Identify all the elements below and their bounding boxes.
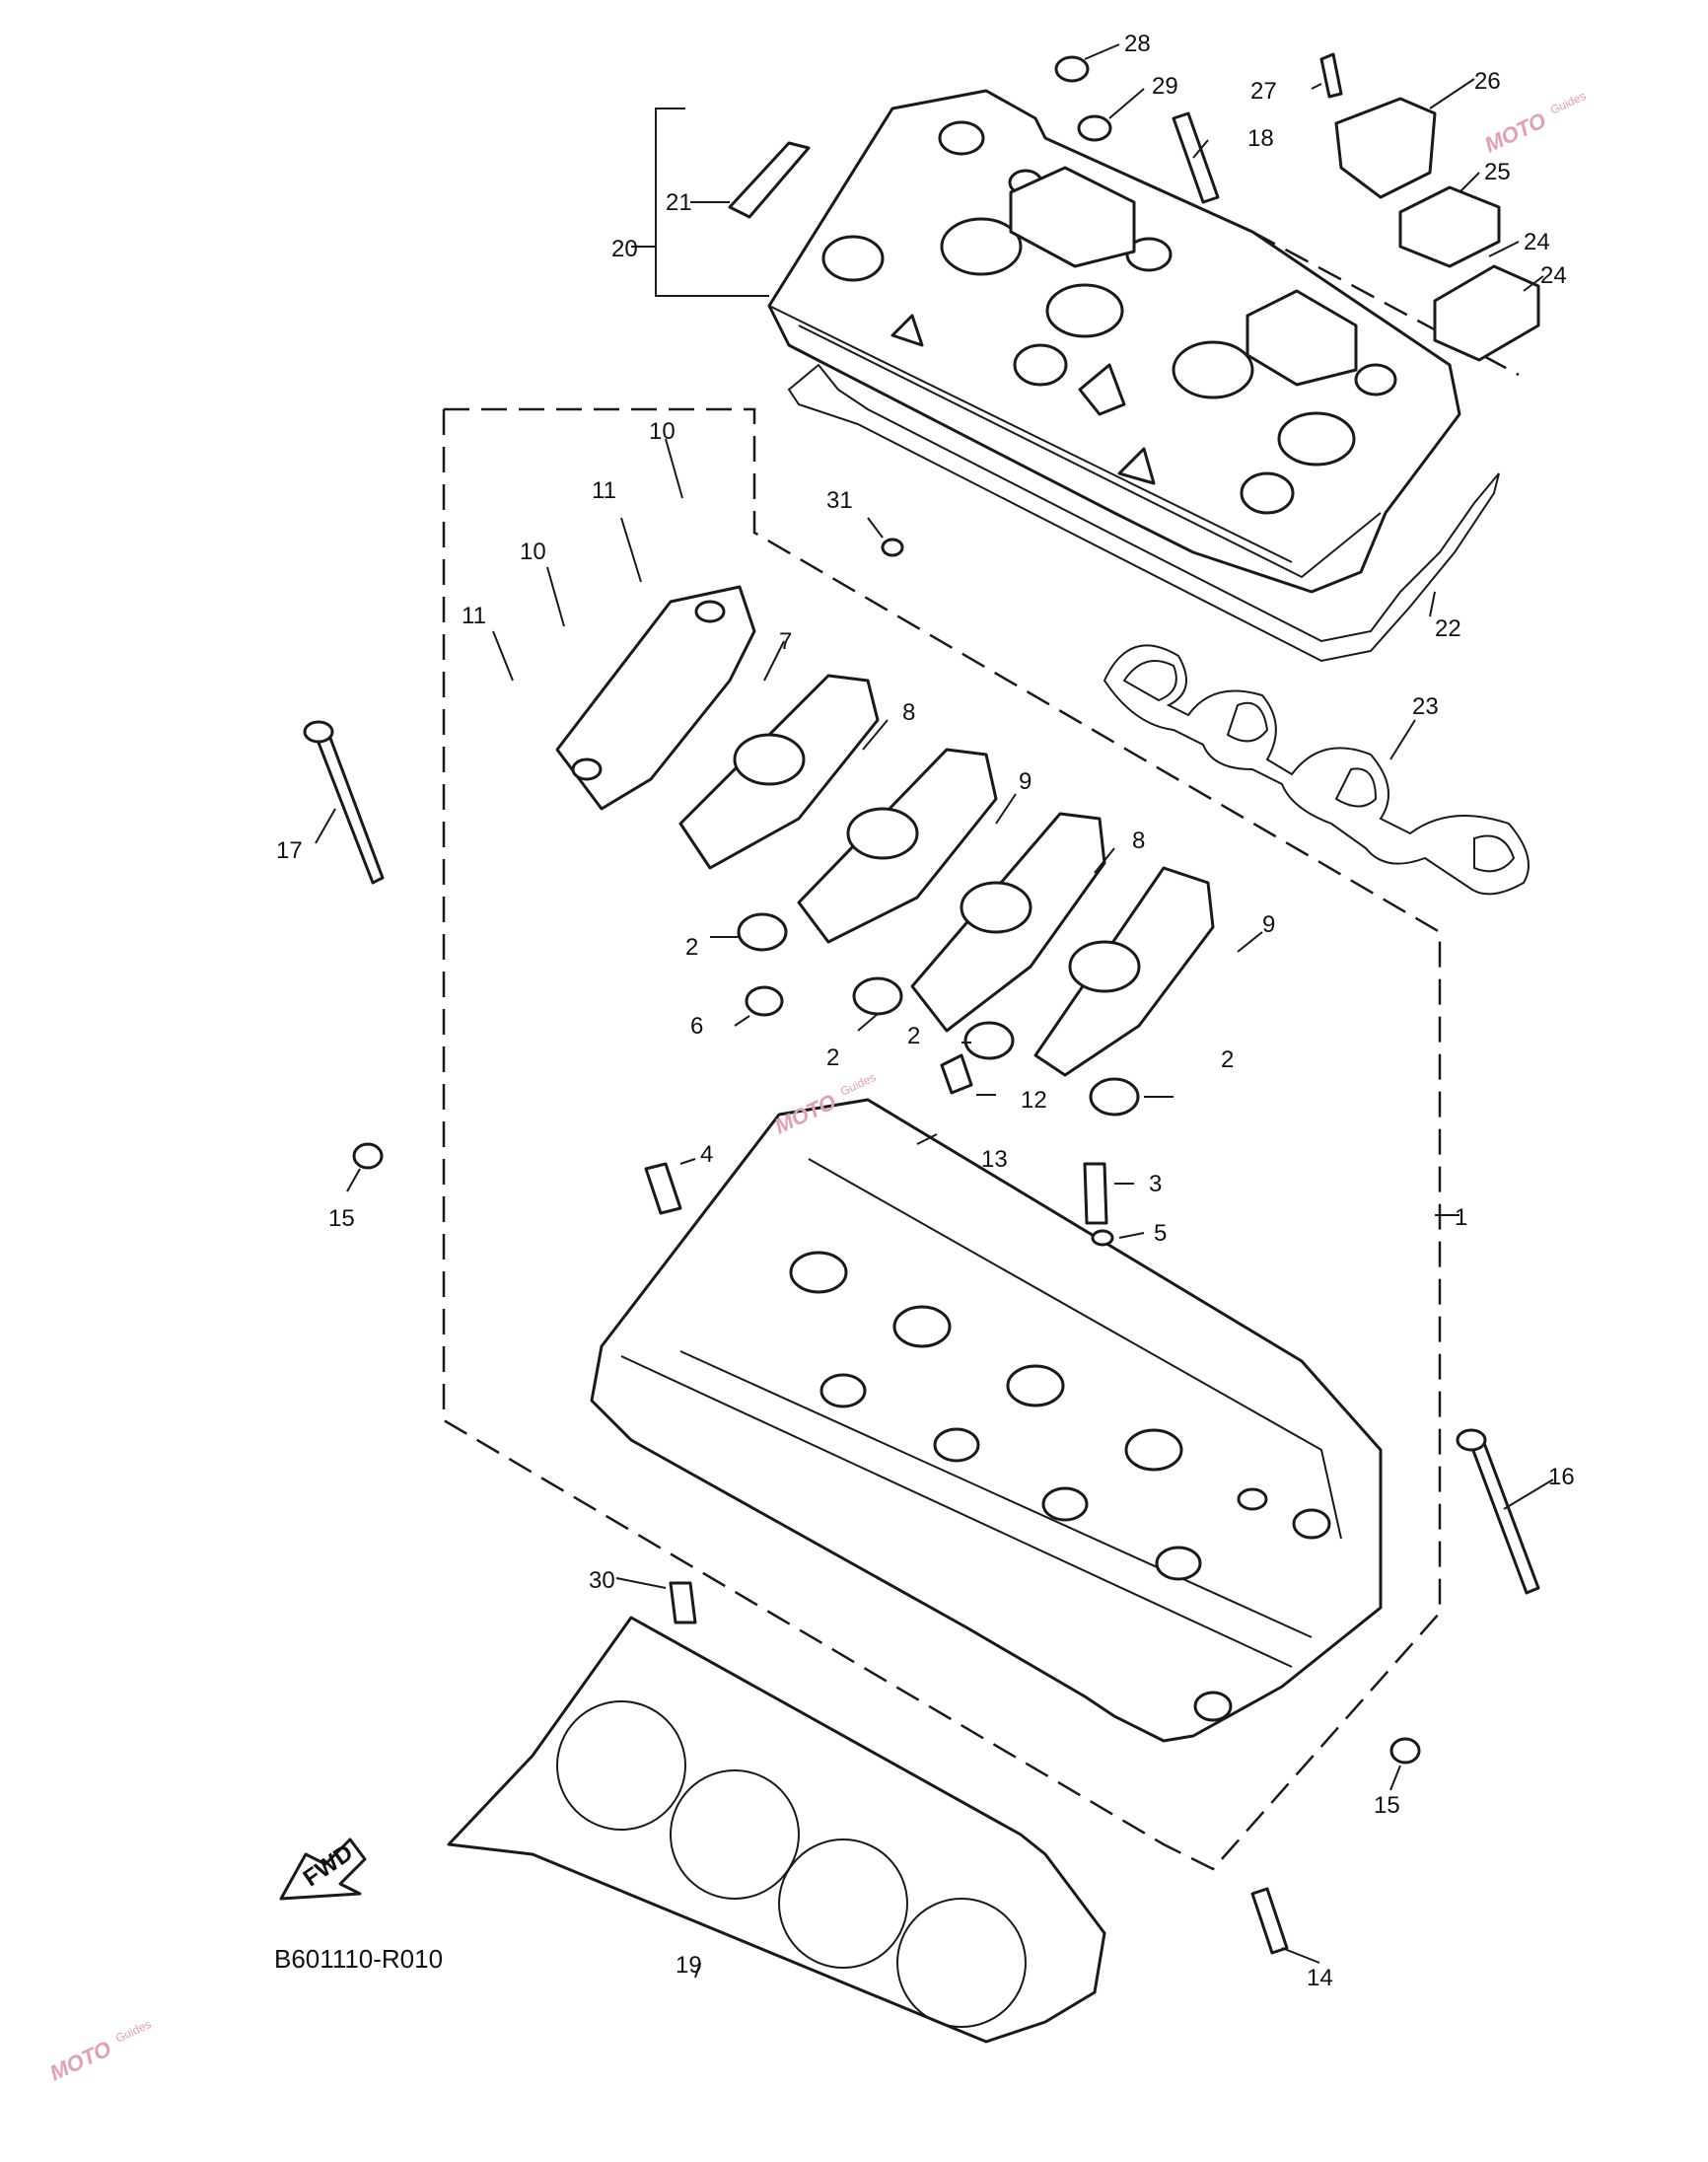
spark-plug-18	[1172, 111, 1220, 204]
camshaft-cap-1	[678, 674, 880, 870]
dowel-4	[644, 1162, 682, 1215]
callout-7: 7	[779, 628, 792, 655]
callout-27: 27	[1250, 78, 1277, 105]
o-ring	[1089, 1077, 1140, 1117]
watermark-sub: Guides	[838, 1070, 878, 1099]
dowel-30	[669, 1581, 697, 1624]
head-assembly-boundary	[442, 407, 1442, 1871]
callout-2: 2	[826, 1045, 839, 1071]
callout-28: 28	[1124, 31, 1151, 57]
callout-9: 9	[1019, 768, 1032, 795]
camshaft-cap-front	[555, 585, 756, 811]
watermark-sub: Guides	[113, 2017, 153, 2046]
callout-2: 2	[685, 934, 698, 961]
callout-10: 10	[520, 539, 546, 565]
long-bolt-16	[1467, 1433, 1540, 1595]
camshaft-cap-4	[1033, 866, 1215, 1077]
cover-group-boundary	[1251, 230, 1520, 377]
washer-5	[1091, 1229, 1114, 1247]
plug-cap-26	[1334, 97, 1437, 199]
watermark-brand: MOTO	[46, 2036, 115, 2085]
long-bolt-17	[312, 723, 385, 885]
watermark-top-right: MOTO Guides	[1481, 89, 1589, 158]
forward-arrow-icon: FWD	[279, 1838, 367, 1901]
callout-16: 16	[1548, 1464, 1575, 1490]
spark-plug-seal-gasket	[1103, 644, 1530, 896]
callout-18: 18	[1247, 125, 1274, 152]
callout-5: 5	[1154, 1220, 1167, 1247]
callout-2: 2	[907, 1023, 920, 1049]
callout-6: 6	[690, 1013, 703, 1040]
callout-23: 23	[1412, 693, 1439, 720]
callout-13: 13	[981, 1146, 1008, 1173]
callout-29: 29	[1152, 73, 1178, 100]
o-ring	[963, 1021, 1015, 1060]
callout-10: 10	[649, 418, 676, 445]
callout-15: 15	[1374, 1792, 1400, 1819]
callout-12: 12	[1021, 1087, 1047, 1114]
callout-2: 2	[1221, 1046, 1234, 1073]
callout-24: 24	[1540, 262, 1567, 289]
dowel-3	[1083, 1162, 1108, 1225]
plate-25	[1398, 185, 1501, 268]
callout-24: 24	[1524, 229, 1550, 255]
watermark-brand: MOTO	[1481, 108, 1550, 157]
watermark-sub: Guides	[1548, 89, 1588, 117]
clip-21	[728, 141, 811, 219]
watermark-bottom-left: MOTO Guides	[46, 2017, 154, 2086]
o-ring	[852, 976, 903, 1016]
callout-21: 21	[666, 189, 692, 216]
callout-25: 25	[1484, 159, 1511, 185]
plug-15-left	[352, 1142, 384, 1170]
callout-9: 9	[1262, 911, 1275, 938]
diagram-code: B601110-R010	[274, 1944, 443, 1974]
seal-31	[881, 538, 904, 557]
callout-labels: 1 2 2 2 2 3 4 5 6 7 8 8 9 9 10 10 11 11 …	[276, 31, 1575, 1991]
leader-lines	[315, 43, 1554, 1979]
callout-3: 3	[1149, 1171, 1162, 1197]
callout-22: 22	[1435, 615, 1461, 642]
callout-14: 14	[1307, 1965, 1333, 1991]
o-ring	[737, 912, 788, 952]
bolt-27	[1319, 52, 1343, 99]
stud-14	[1250, 1887, 1289, 1955]
callout-11: 11	[592, 477, 616, 504]
callout-11: 11	[462, 603, 486, 629]
bolt-28	[1054, 55, 1090, 83]
cylinder-head	[590, 1098, 1383, 1743]
camshaft-cap-3	[910, 812, 1106, 1033]
callout-15: 15	[328, 1205, 355, 1232]
callout-20: 20	[611, 236, 638, 262]
valve-cover	[767, 89, 1461, 594]
callout-19: 19	[676, 1952, 702, 1979]
cylinder-head-gasket	[447, 1616, 1106, 2044]
callout-30: 30	[589, 1567, 615, 1594]
callout-1: 1	[1455, 1204, 1467, 1231]
callout-8: 8	[1132, 828, 1145, 854]
callout-17: 17	[276, 837, 303, 864]
plug-6	[745, 985, 784, 1017]
seal-29	[1077, 114, 1112, 142]
callout-8: 8	[902, 699, 915, 726]
valve-cover-gasket	[787, 363, 1500, 663]
callout-26: 26	[1474, 68, 1501, 95]
plug-15-right	[1389, 1737, 1421, 1765]
coil-24	[1433, 264, 1540, 362]
camshaft-cap-2	[797, 748, 998, 944]
callout-4: 4	[700, 1141, 713, 1168]
bolt-12	[940, 1053, 973, 1095]
callout-31: 31	[826, 487, 853, 514]
